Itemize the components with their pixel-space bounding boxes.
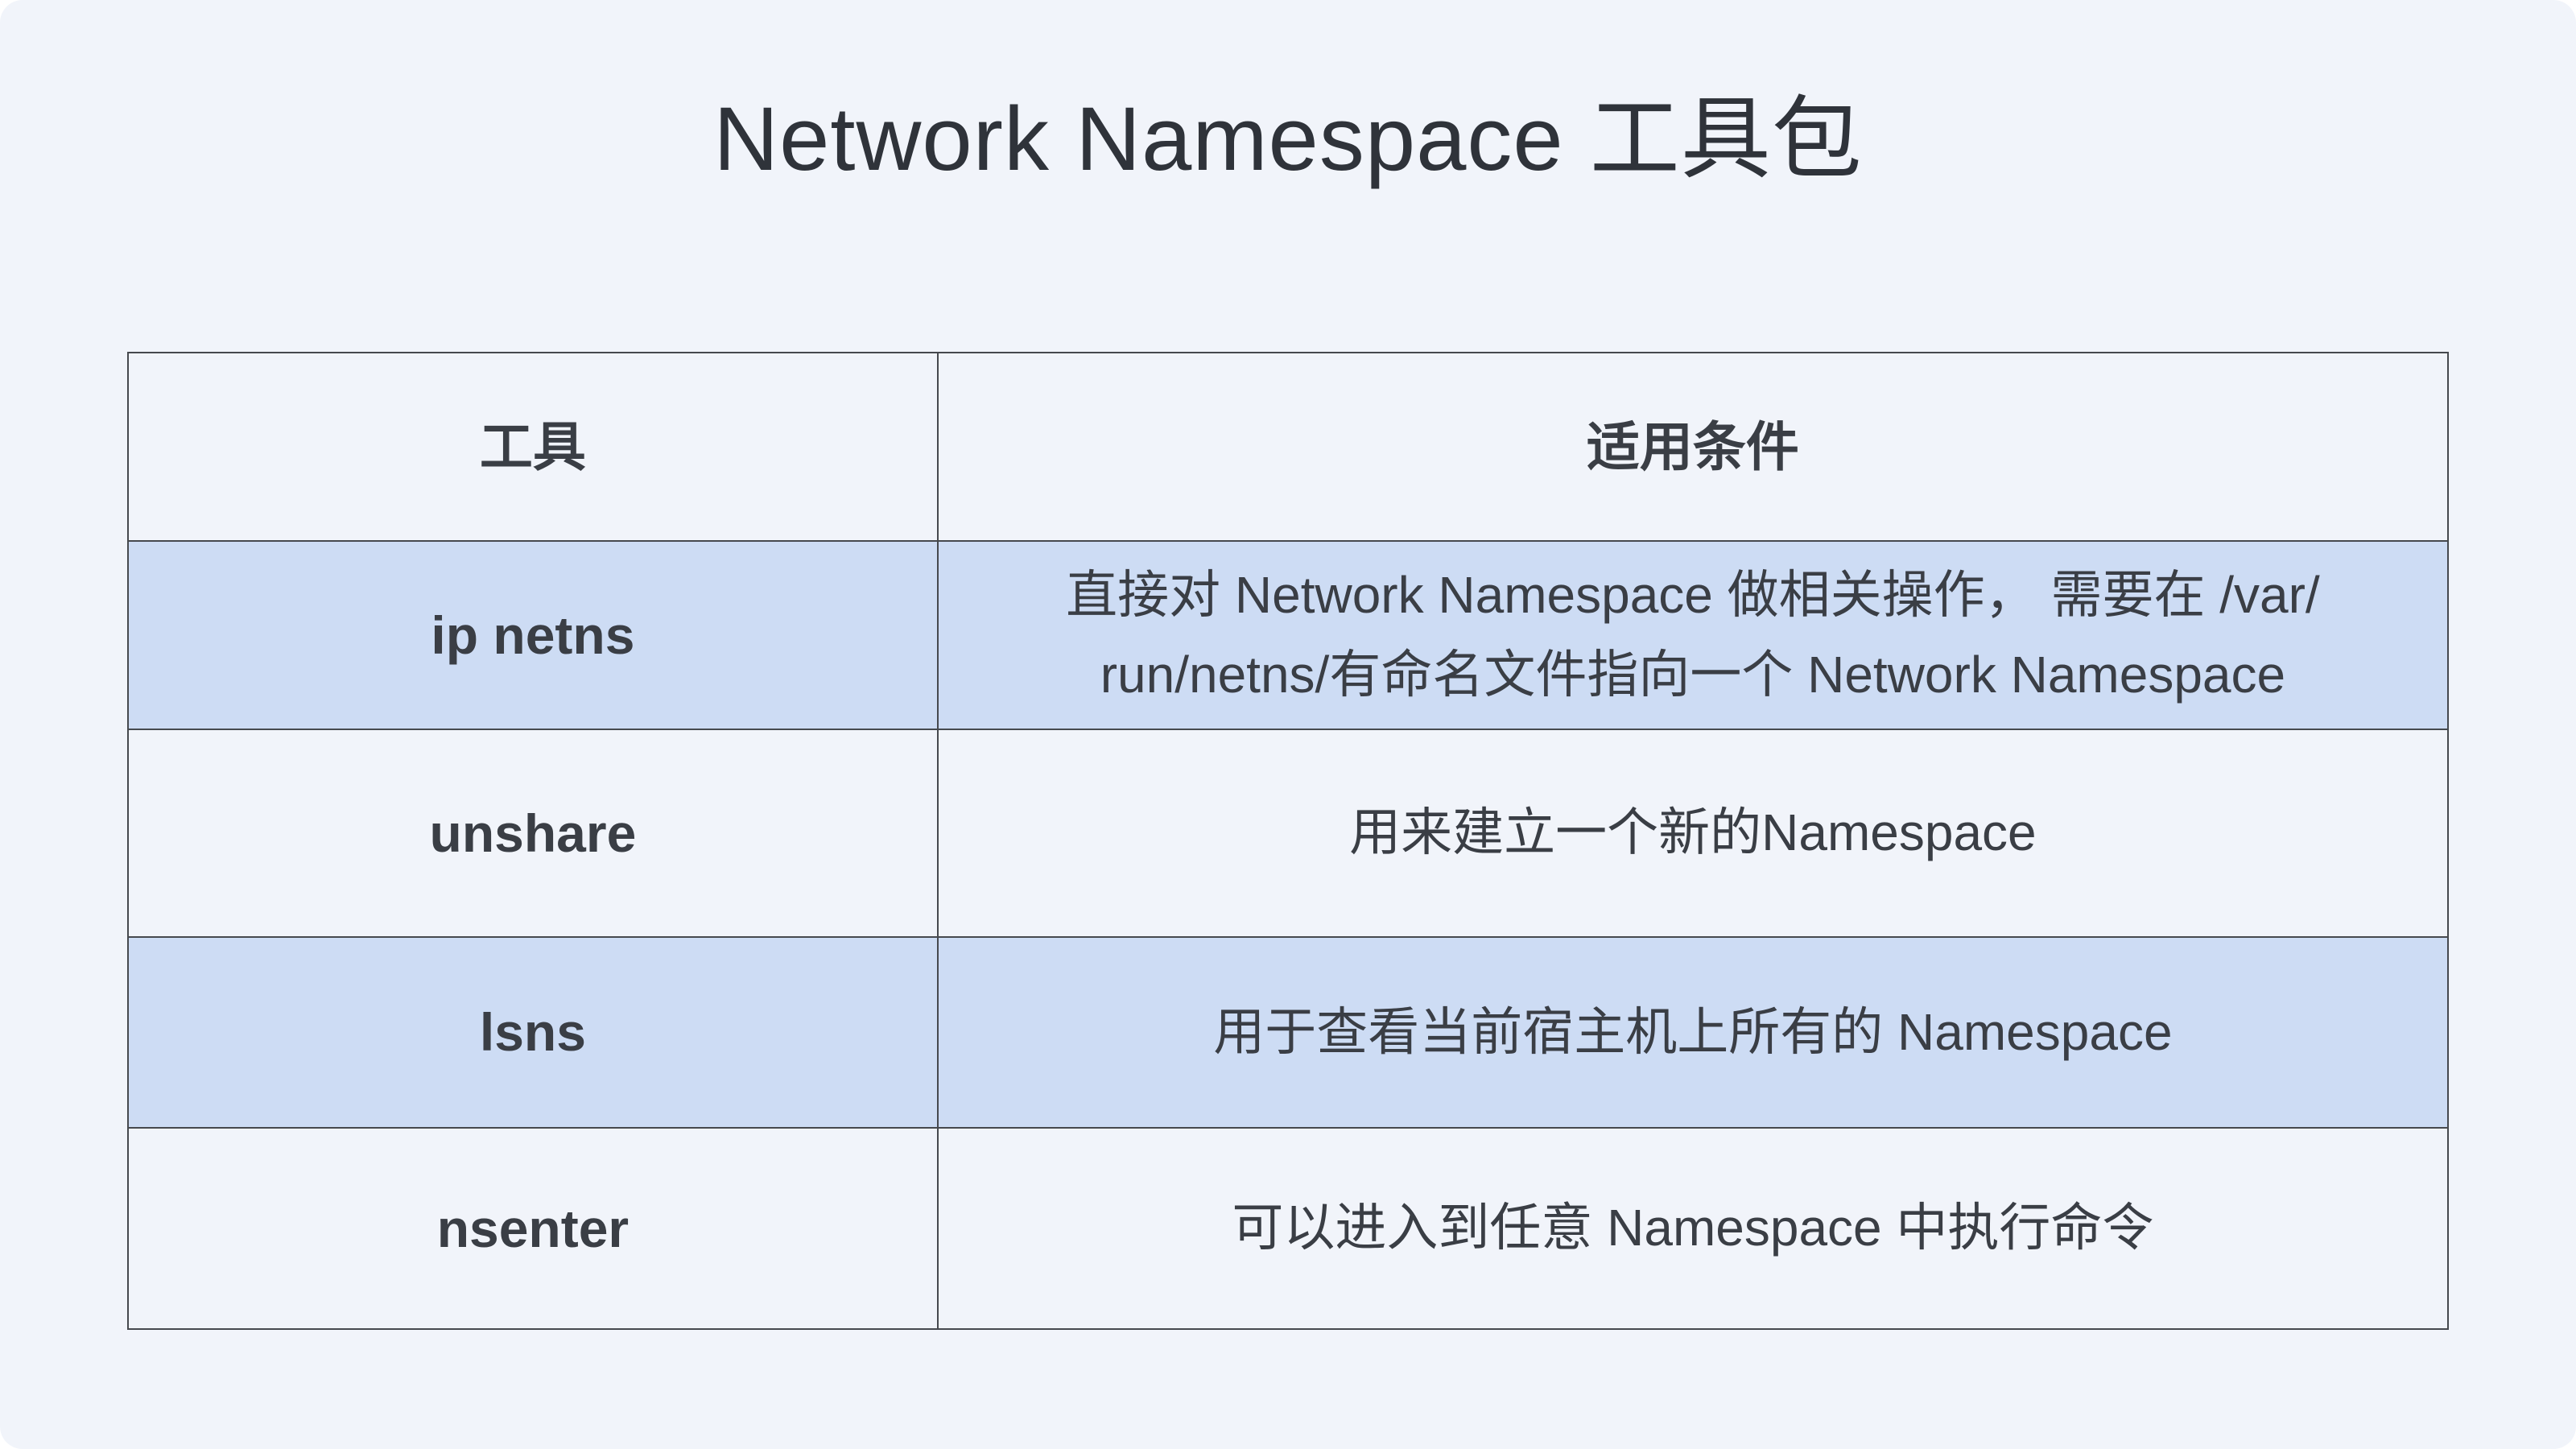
table-body: ip netns 直接对 Network Namespace 做相关操作， 需要… (127, 540, 2450, 1330)
tool-name: nsenter (127, 1127, 939, 1330)
tool-condition: 可以进入到任意 Namespace 中执行命令 (936, 1127, 2450, 1330)
page-title: Network Namespace 工具包 (713, 89, 1863, 189)
table-row-unshare: unshare 用来建立一个新的Namespace (127, 729, 2450, 938)
tool-name: lsns (127, 936, 939, 1129)
tool-name: unshare (127, 729, 939, 938)
tools-table: 工具 适用条件 ip netns 直接对 Network Namespace 做… (127, 352, 2450, 1330)
tool-name: ip netns (127, 540, 939, 730)
table-header: 工具 适用条件 (127, 352, 2450, 542)
column-header-tool: 工具 (127, 352, 939, 542)
tool-condition: 用于查看当前宿主机上所有的 Namespace (936, 936, 2450, 1129)
table-row-nsenter: nsenter 可以进入到任意 Namespace 中执行命令 (127, 1127, 2450, 1330)
table-row-lsns: lsns 用于查看当前宿主机上所有的 Namespace (127, 936, 2450, 1129)
header-row: 工具 适用条件 (127, 352, 2450, 542)
column-header-condition: 适用条件 (936, 352, 2450, 542)
table-row-ip-netns: ip netns 直接对 Network Namespace 做相关操作， 需要… (127, 540, 2450, 730)
tool-condition: 用来建立一个新的Namespace (936, 729, 2450, 938)
tool-condition: 直接对 Network Namespace 做相关操作， 需要在 /var/ r… (936, 540, 2450, 730)
